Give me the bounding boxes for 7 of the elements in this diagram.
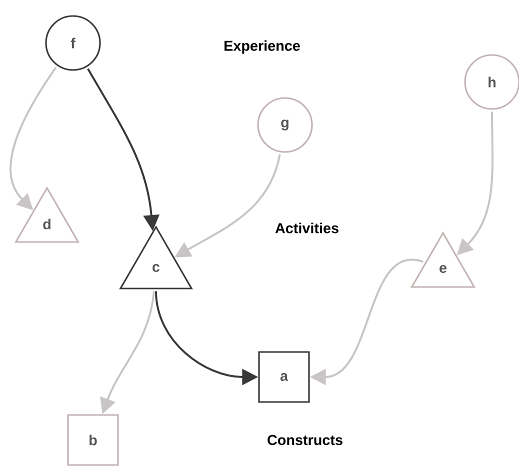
square-node: b <box>67 414 119 466</box>
circle-node: g <box>257 97 313 153</box>
section-heading: Activities <box>275 222 338 234</box>
circle-node: f <box>45 15 101 71</box>
section-heading: Constructs <box>268 434 342 446</box>
square-node: a <box>258 351 310 403</box>
section-heading: Experience <box>224 40 300 54</box>
